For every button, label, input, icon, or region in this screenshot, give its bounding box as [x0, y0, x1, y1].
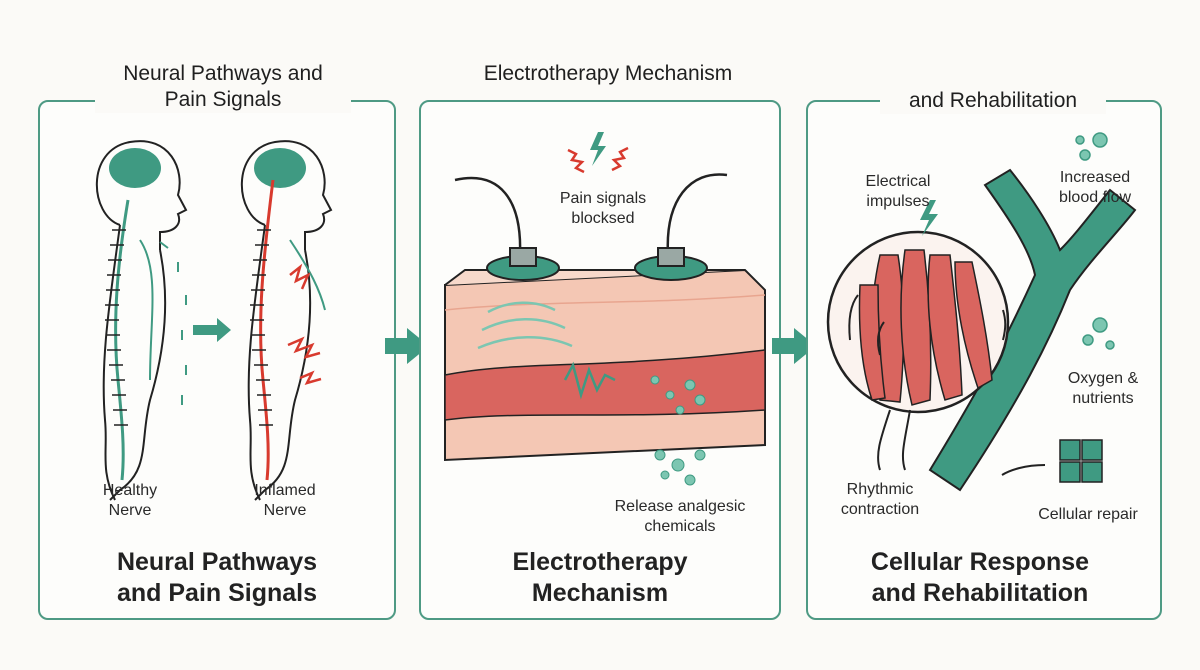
panel1-top-title: Neural Pathways and Pain Signals — [95, 61, 351, 113]
healthy-spine — [105, 199, 154, 481]
electrical-impulses-label: Electrical impulses — [848, 172, 948, 212]
lightning-icon — [287, 263, 322, 385]
healthy-label-line1: Healthy — [102, 482, 158, 499]
panel3-top-title: and Rehabilitation — [880, 88, 1106, 114]
pain-label-line1: Pain signals — [559, 190, 647, 207]
increased-blood-flow-label: Increased blood flow — [1040, 168, 1150, 208]
inflamed-label-line1: Inflamed — [254, 482, 316, 499]
panel2-bottom-line1: Electrotherapy — [512, 548, 688, 576]
panel2-bottom-line2: Mechanism — [531, 579, 669, 607]
inflamed-spine — [250, 179, 326, 481]
repair-arrow — [1001, 464, 1046, 476]
arrow-right-icon — [772, 328, 816, 364]
inflamed-label-line2: Nerve — [263, 502, 307, 519]
lightning-icon — [920, 200, 938, 236]
panel3-bottom-title: Cellular Response and Rehabilitation — [830, 547, 1130, 609]
healthy-label-line2: Nerve — [108, 502, 152, 519]
rhythmic-label-line2: contraction — [840, 501, 920, 518]
panel1-bottom-title: Neural Pathways and Pain Signals — [67, 547, 367, 609]
rhythmic-label-line1: Rhythmic — [846, 481, 914, 498]
inflamed-figure — [240, 140, 333, 501]
panel1-bottom-line2: and Pain Signals — [116, 579, 318, 607]
signal-waves — [477, 301, 616, 400]
electrode-wires — [454, 173, 728, 256]
healthy-signal-arrows — [159, 241, 187, 405]
release-label-line1: Release analgesic — [614, 498, 746, 515]
arrow-right-icon — [193, 318, 231, 342]
cellular-repair-label: Cellular repair — [1038, 506, 1138, 523]
panel3-bottom-line1: Cellular Response — [870, 548, 1090, 576]
puzzle-icon — [1059, 439, 1103, 483]
release-chemicals-label: Release analgesic chemicals — [605, 497, 755, 537]
healthy-figure — [95, 140, 188, 501]
rhythmic-contraction-label: Rhythmic contraction — [825, 480, 935, 520]
oxygen-bubbles — [1075, 132, 1115, 350]
electrical-label-line2: impulses — [866, 193, 930, 210]
arrow-right-icon — [385, 328, 429, 364]
analgesic-molecules — [650, 375, 706, 486]
brain-icon — [109, 148, 161, 188]
panel1-top-title-line1: Neural Pathways and — [123, 62, 323, 85]
oxygen-nutrients-label: Oxygen & nutrients — [1053, 369, 1153, 409]
electrode-icon — [486, 247, 708, 281]
oxygen-label-line2: nutrients — [1072, 390, 1134, 407]
healthy-nerve-label: Healthy Nerve — [95, 481, 165, 521]
panel2-bottom-title: Electrotherapy Mechanism — [450, 547, 750, 609]
release-label-line2: chemicals — [644, 518, 716, 535]
panel3-bottom-line2: and Rehabilitation — [871, 579, 1089, 607]
panel1-top-title-line2: Pain Signals — [164, 88, 282, 111]
blood-label-line2: blood flow — [1058, 189, 1132, 206]
inflamed-nerve-label: Inflamed Nerve — [245, 481, 325, 521]
oxygen-label-line1: Oxygen & — [1067, 370, 1139, 387]
lightning-icon — [567, 132, 629, 174]
panel2-top-title: Electrotherapy Mechanism — [450, 61, 766, 87]
pain-signals-label: Pain signals blocksed — [548, 189, 658, 229]
brain-icon — [254, 148, 306, 188]
tissue-block — [444, 268, 766, 462]
pain-label-line2: blocksed — [571, 210, 635, 227]
panel1-bottom-line1: Neural Pathways — [116, 548, 318, 576]
electrical-label-line1: Electrical — [865, 173, 931, 190]
muscle-fiber-icon — [826, 230, 1010, 471]
blood-label-line1: Increased — [1059, 169, 1131, 186]
blood-vessel-icon — [928, 168, 1137, 492]
